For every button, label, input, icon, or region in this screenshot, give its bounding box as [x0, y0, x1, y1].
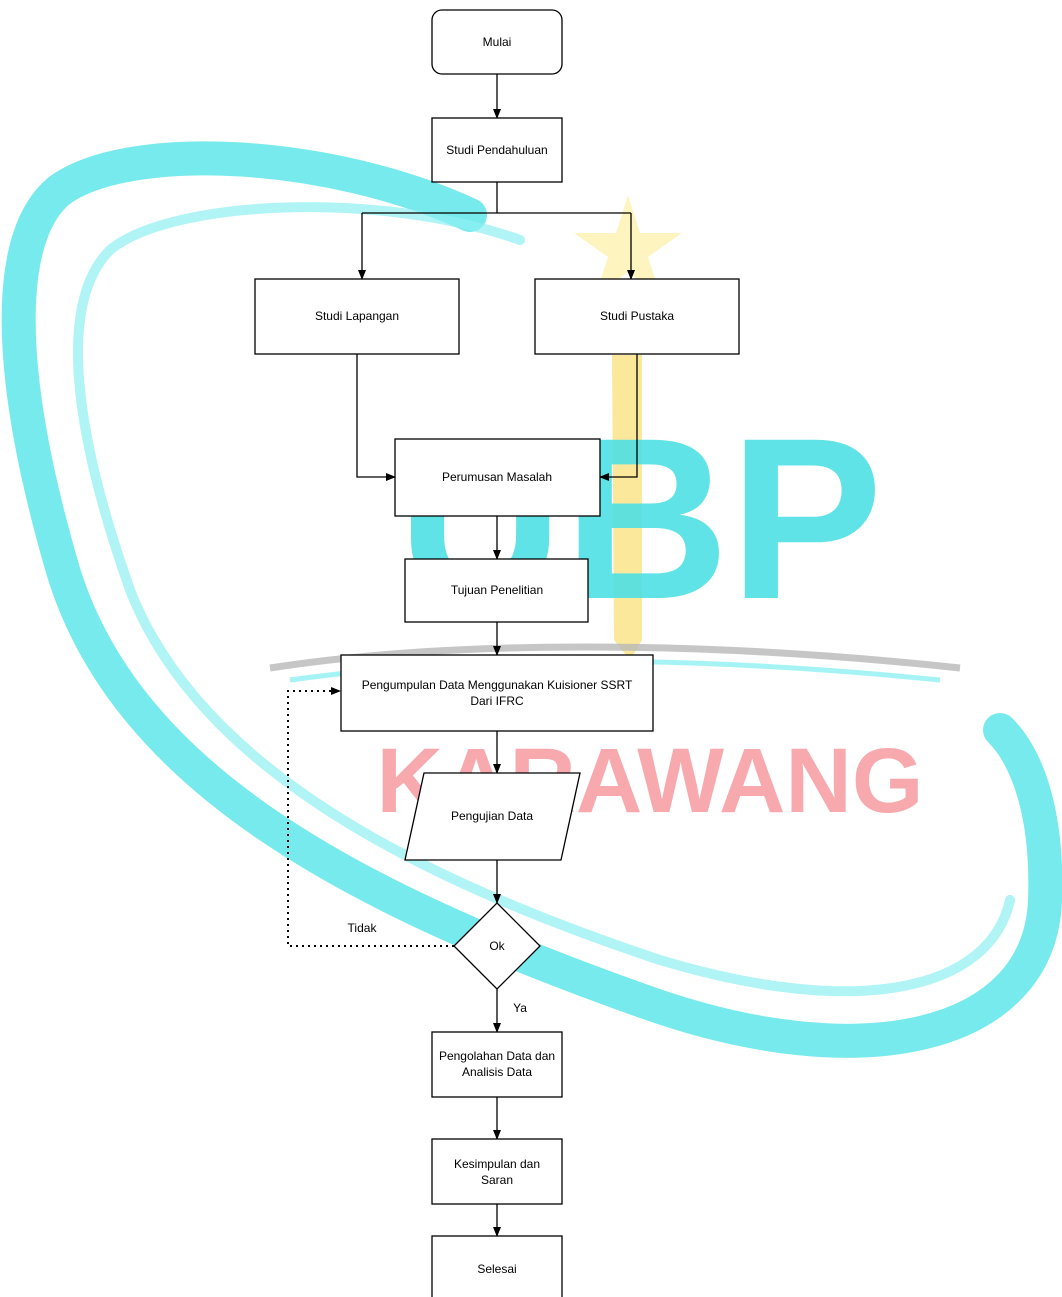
- node-conclusion-label-line2: Saran: [481, 1173, 513, 1187]
- node-end-label: Selesai: [477, 1262, 516, 1276]
- node-literature-label: Studi Pustaka: [600, 309, 674, 323]
- edge-literature-problem: [599, 354, 638, 481]
- node-end[interactable]: Selesai: [431, 1235, 563, 1297]
- node-literature[interactable]: Studi Pustaka: [534, 278, 740, 355]
- node-conclusion-label-line1: Kesimpulan dan: [454, 1157, 540, 1171]
- node-prelim[interactable]: Studi Pendahuluan: [431, 117, 563, 183]
- node-prelim-label: Studi Pendahuluan: [446, 143, 547, 157]
- node-collect-label-line1: Pengumpulan Data Menggunakan Kuisioner S…: [362, 678, 633, 692]
- node-start-label: Mulai: [483, 35, 512, 49]
- node-purpose[interactable]: Tujuan Penelitian: [404, 558, 589, 623]
- node-decision[interactable]: Ok: [453, 902, 541, 990]
- node-problem-label: Perumusan Masalah: [442, 470, 552, 484]
- edge-field-problem: [356, 354, 396, 481]
- node-collect-label-line2: Dari IFRC: [470, 694, 524, 708]
- node-start[interactable]: Mulai: [431, 9, 563, 75]
- watermark-swoosh: [1, 141, 1062, 1058]
- edge-label-yes: Ya: [513, 1001, 527, 1015]
- node-purpose-label: Tujuan Penelitian: [451, 583, 543, 597]
- watermark-pen-icon: [612, 355, 642, 660]
- node-test[interactable]: Pengujian Data: [404, 772, 581, 861]
- node-process-label-line2: Analisis Data: [462, 1065, 532, 1079]
- node-collect[interactable]: Pengumpulan Data Menggunakan Kuisioner S…: [340, 654, 654, 732]
- node-test-label: Pengujian Data: [451, 809, 533, 823]
- watermark-star-icon: [574, 195, 682, 297]
- node-field[interactable]: Studi Lapangan: [254, 278, 460, 355]
- node-problem[interactable]: Perumusan Masalah: [394, 438, 601, 517]
- node-conclusion[interactable]: Kesimpulan dan Saran: [431, 1138, 563, 1205]
- node-field-label: Studi Lapangan: [315, 309, 399, 323]
- watermark-swoosh-inner: [73, 202, 1015, 997]
- connectors: [287, 74, 638, 1237]
- edge-label-no: Tidak: [348, 921, 378, 935]
- node-process-label-line1: Pengolahan Data dan: [439, 1049, 555, 1063]
- node-process[interactable]: Pengolahan Data dan Analisis Data: [431, 1031, 563, 1098]
- node-decision-label: Ok: [489, 939, 505, 953]
